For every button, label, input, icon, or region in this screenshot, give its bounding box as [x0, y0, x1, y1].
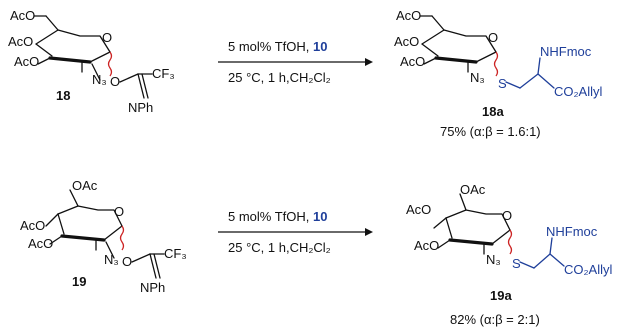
reaction-1-yield: 75% (α:β = 1.6:1) — [440, 124, 541, 139]
product-1-nhfmoc-label: NHFmoc — [540, 44, 592, 59]
compound-19a-structure — [433, 193, 513, 255]
r2-acetate-c3-label: AcO — [28, 236, 53, 251]
r2-azide-label: N₃ — [104, 252, 119, 267]
r2-ring-oxygen-label: O — [114, 204, 124, 219]
reaction-2-arrowhead — [365, 228, 373, 236]
cysteine-18a-structure — [505, 57, 555, 89]
product-1-azide-label: N₃ — [470, 70, 485, 85]
reaction-2-yield: 82% (α:β = 2:1) — [450, 312, 540, 327]
compound-19-label: 19 — [72, 274, 86, 289]
compound-18a-label: 18a — [482, 104, 504, 119]
reaction-1-conditions-top: 5 mol% TfOH, 10 — [228, 39, 327, 54]
compound-19-structure — [45, 189, 165, 279]
reaction-2-conditions-bottom: 25 °C, 1 h,CH₂Cl₂ — [228, 240, 331, 255]
r2-imine-label: NPh — [140, 280, 165, 295]
r2-acetate-c6-label: OAc — [72, 178, 98, 193]
product-1-acetate-top-label: AcO — [396, 8, 421, 23]
product-2-sulfur-label: S — [512, 256, 521, 271]
reaction-2-conditions-top: 5 mol% TfOH, 10 — [228, 209, 327, 224]
anomeric-oxygen-label: O — [110, 74, 120, 89]
azide-label: N₃ — [92, 72, 107, 87]
product-1-acetate-mid-label: AcO — [394, 34, 419, 49]
acetate-mid-label: AcO — [8, 34, 33, 49]
acetate-bot-label: AcO — [14, 54, 39, 69]
compound-18a-structure — [419, 15, 499, 77]
r2-anomeric-oxygen-label: O — [122, 254, 132, 269]
product-2-ring-oxygen-label: O — [502, 208, 512, 223]
cf3-label: CF₃ — [152, 66, 175, 81]
compound-18-label: 18 — [56, 88, 70, 103]
cysteine-19a-structure — [519, 237, 565, 269]
reaction-1-conditions-bottom: 25 °C, 1 h,CH₂Cl₂ — [228, 70, 331, 85]
acetate-top-label: AcO — [10, 8, 35, 23]
product-2-acetate-c6-label: OAc — [460, 182, 486, 197]
product-1-ester-label: CO₂Allyl — [554, 84, 602, 99]
product-2-nhfmoc-label: NHFmoc — [546, 224, 598, 239]
product-2-acetate-c4-label: AcO — [406, 202, 431, 217]
reaction-1-arrowhead — [365, 58, 373, 66]
product-1-ring-oxygen-label: O — [488, 30, 498, 45]
imine-label: NPh — [128, 100, 153, 115]
compound-18-structure — [33, 15, 153, 99]
product-2-azide-label: N₃ — [486, 252, 501, 267]
product-1-acetate-bot-label: AcO — [400, 54, 425, 69]
product-2-acetate-c3-label: AcO — [414, 238, 439, 253]
product-1-sulfur-label: S — [498, 76, 507, 91]
compound-19a-label: 19a — [490, 288, 512, 303]
r2-acetate-c4-label: AcO — [20, 218, 45, 233]
ring-oxygen-label: O — [102, 30, 112, 45]
product-2-ester-label: CO₂Allyl — [564, 262, 612, 277]
r2-cf3-label: CF₃ — [164, 246, 187, 261]
